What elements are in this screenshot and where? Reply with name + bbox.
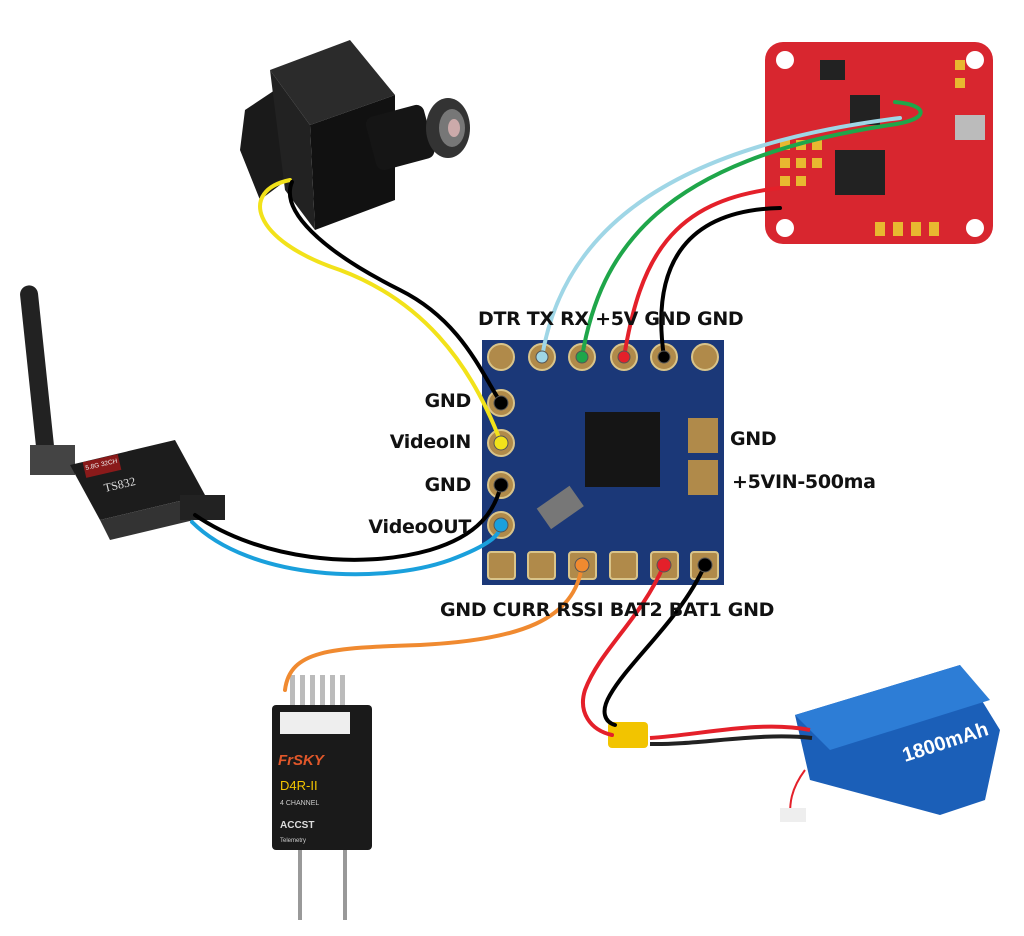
right-pad-label-5vin: +5VIN-500ma: [732, 471, 876, 493]
wire-rssi: [283, 563, 584, 692]
svg-text:4 CHANNEL: 4 CHANNEL: [280, 800, 319, 807]
wire-tx: [540, 116, 902, 359]
wire-5v: [622, 186, 782, 359]
svg-text:ACCST: ACCST: [280, 820, 314, 831]
left-pin-label-videoin: VideoIN: [389, 431, 472, 453]
wires: [190, 100, 923, 737]
left-pin-label-gnd-1: GND: [424, 390, 472, 412]
wire-camera-video: [258, 178, 503, 445]
top-pin-labels: DTR TX RX +5V GND GND: [478, 308, 744, 330]
lipo-battery: 1800mAh: [608, 665, 1000, 822]
camera: [240, 40, 470, 230]
minim-osd-board: [482, 340, 724, 585]
wire-bat-gnd: [602, 563, 707, 727]
svg-text:FrSKY: FrSKY: [278, 752, 326, 769]
wire-rx: [580, 100, 923, 359]
receiver: FrSKY D4R-II 4 CHANNEL ACCST Telemetry: [272, 675, 372, 920]
wire-vtx-gnd: [193, 483, 503, 562]
wire-fc-gnd: [659, 206, 782, 359]
left-pin-label-gnd-2: GND: [424, 474, 472, 496]
left-pin-label-videoout: VideoOUT: [368, 516, 471, 538]
video-transmitter: 5.8G 32CH TS832: [20, 285, 225, 540]
svg-text:Telemetry: Telemetry: [280, 838, 306, 844]
flight-controller: [765, 42, 993, 244]
bottom-pin-labels: GND CURR RSSI BAT2 BAT1 GND: [440, 599, 775, 621]
wire-ends: [493, 350, 713, 573]
svg-text:D4R-II: D4R-II: [280, 778, 318, 793]
wire-bat: [581, 563, 666, 737]
wire-vtx-video: [190, 520, 503, 577]
right-pad-label-gnd: GND: [730, 428, 777, 450]
wire-camera-gnd: [288, 180, 503, 405]
